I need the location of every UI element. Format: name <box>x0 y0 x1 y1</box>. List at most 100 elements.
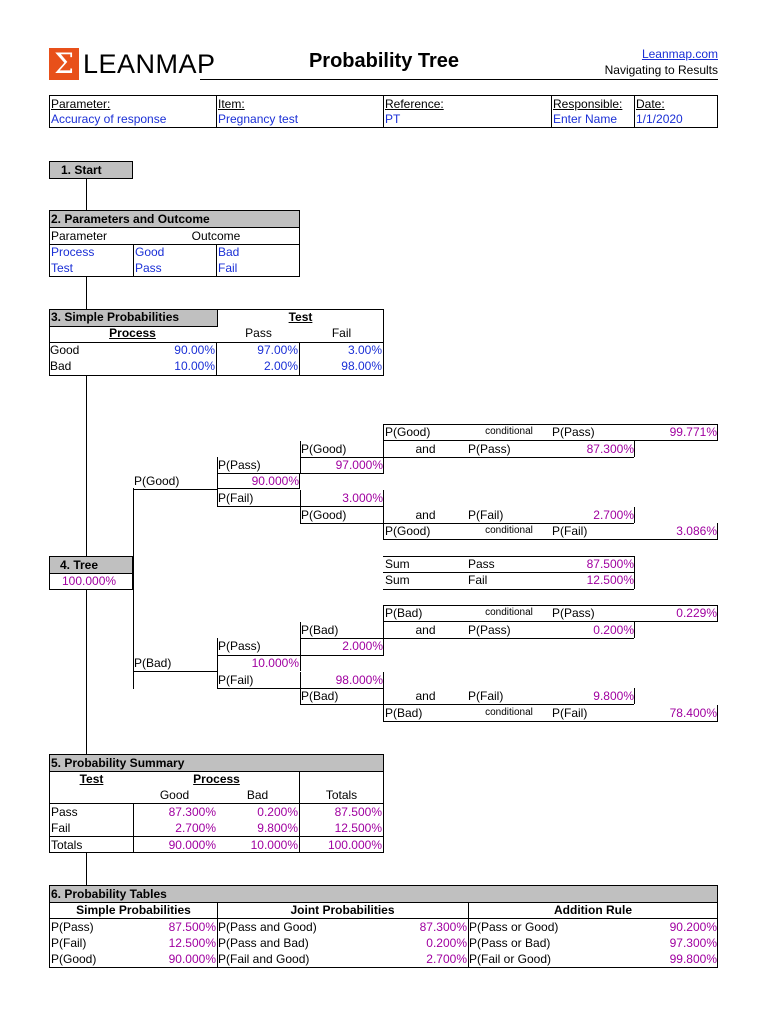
tree-root: 4. Tree 100.000% <box>49 556 133 590</box>
cond-bad-fail-v: 78.400% <box>669 706 717 720</box>
good-pass-value: 97.000% <box>335 458 383 472</box>
summary-row-pass-bad: 0.200% <box>257 805 298 819</box>
node-bad-label: P(Bad) <box>134 656 172 670</box>
summary-title: 5. Probability Summary <box>51 756 185 770</box>
param-row-1-o2[interactable]: Bad <box>218 245 240 259</box>
cond-bad-pass-b: P(Pass) <box>552 606 595 620</box>
sum-fail-b: Fail <box>468 573 488 587</box>
col-simple: Simple Probabilities <box>76 903 191 917</box>
good-fail-label: P(Fail) <box>218 491 254 505</box>
summary-col-totals: Totals <box>325 788 358 802</box>
t6-row3-sv: 90.000% <box>168 952 216 966</box>
param-row-2-label[interactable]: Test <box>51 261 74 275</box>
sp-row-good-fail[interactable]: 3.00% <box>347 343 382 357</box>
cond-bad-fail-op: conditional <box>485 707 533 718</box>
parameters-table: 2. Parameters and Outcome Parameter Outc… <box>49 210 300 277</box>
t6-row1-av: 90.200% <box>669 920 717 934</box>
col-fail: Fail <box>331 326 352 340</box>
col-outcome: Outcome <box>191 229 241 243</box>
sp-row-bad-pass[interactable]: 2.00% <box>263 359 298 373</box>
responsible-value[interactable]: Enter Name <box>553 112 618 126</box>
process-label: Process <box>109 326 156 340</box>
tables-title: 6. Probability Tables <box>51 887 167 901</box>
joint-bad-fail-b: P(Fail) <box>468 689 504 703</box>
sum-pass-b: Pass <box>468 557 495 571</box>
date-value[interactable]: 1/1/2020 <box>636 112 683 126</box>
logo-wordmark: LEANMAP <box>83 49 216 79</box>
col-joint: Joint Probabilities <box>290 903 395 917</box>
sp-row-bad-fail[interactable]: 98.00% <box>341 359 382 373</box>
summary-row-pass-label: Pass <box>51 805 78 819</box>
col-addition: Addition Rule <box>554 903 632 917</box>
t6-row3-av: 99.800% <box>669 952 717 966</box>
t6-row2-sv: 12.500% <box>168 936 216 950</box>
item-value[interactable]: Pregnancy test <box>218 112 299 126</box>
t6-row3-jv: 2.700% <box>426 952 467 966</box>
joint-good-fail-op: and <box>415 508 436 522</box>
sum-pass-v: 87.500% <box>586 557 634 571</box>
sp-row-bad-label: Bad <box>50 359 72 373</box>
t6-row2-j: P(Pass and Bad) <box>218 936 309 950</box>
tree-branch-process <box>133 488 134 689</box>
joint-good-fail-a: P(Good) <box>301 508 347 522</box>
sum-fail-v: 12.500% <box>586 573 634 587</box>
cond-good-fail-op: conditional <box>485 525 533 536</box>
param-row-1-label[interactable]: Process <box>51 245 95 259</box>
parameter-value[interactable]: Accuracy of response <box>51 112 167 126</box>
cond-good-fail-b: P(Fail) <box>552 524 588 538</box>
param-row-1-o1[interactable]: Good <box>135 245 165 259</box>
param-row-2-o1[interactable]: Pass <box>135 261 162 275</box>
param-row-2-o2[interactable]: Fail <box>218 261 238 275</box>
joint-bad-pass-a: P(Bad) <box>301 623 339 637</box>
t6-row1-s: P(Pass) <box>51 920 94 934</box>
cond-bad-pass-a: P(Bad) <box>385 606 423 620</box>
good-pass-label: P(Pass) <box>218 458 261 472</box>
t6-row2-av: 97.300% <box>669 936 717 950</box>
t6-row1-j: P(Pass and Good) <box>218 920 317 934</box>
trunk-line-2 <box>86 276 87 309</box>
cond-bad-fail-b: P(Fail) <box>552 706 588 720</box>
cond-bad-pass-v: 0.229% <box>676 606 717 620</box>
trunk-line-1 <box>86 178 87 211</box>
joint-good-pass-v: 87.300% <box>586 442 634 456</box>
sp-row-good-p[interactable]: 90.00% <box>174 343 215 357</box>
t6-row1-jv: 87.300% <box>419 920 467 934</box>
cond-good-pass-v: 99.771% <box>669 425 717 439</box>
summary-row-fail-good: 2.700% <box>175 821 216 835</box>
summary-row-totals-bad: 10.000% <box>250 838 298 852</box>
node-bad-value: 10.000% <box>251 656 299 670</box>
test-label: Test <box>288 310 313 324</box>
sp-row-good-label: Good <box>50 343 80 357</box>
summary-row-pass-good: 87.300% <box>168 805 216 819</box>
t6-row3-j: P(Fail and Good) <box>218 952 310 966</box>
t6-row3-s: P(Good) <box>51 952 97 966</box>
col-pass: Pass <box>245 326 272 340</box>
header-rule <box>200 79 718 80</box>
parameters-title: 2. Parameters and Outcome <box>51 212 210 226</box>
simple-prob-title: 3. Simple Probabilities <box>51 310 180 324</box>
site-link[interactable]: Leanmap.com <box>641 47 718 61</box>
joint-good-pass-op: and <box>415 442 436 456</box>
reference-label: Reference: <box>385 97 444 111</box>
page-title: Probability Tree <box>308 50 460 72</box>
reference-value[interactable]: PT <box>385 112 401 126</box>
meta-table: Parameter: Accuracy of response Item: Pr… <box>49 95 718 128</box>
t6-row1-a: P(Pass or Good) <box>469 920 559 934</box>
sigma-icon: Σ <box>49 48 79 80</box>
joint-bad-fail-v: 9.800% <box>593 689 634 703</box>
start-header: 1. Start <box>49 161 133 179</box>
sp-row-good-pass[interactable]: 97.00% <box>257 343 298 357</box>
cond-good-fail-a: P(Good) <box>385 524 431 538</box>
t6-row2-s: P(Fail) <box>51 936 87 950</box>
sp-row-bad-p[interactable]: 10.00% <box>174 359 215 373</box>
t6-row1-sv: 87.500% <box>168 920 216 934</box>
summary-test-label: Test <box>79 772 104 786</box>
summary-row-totals-total: 100.000% <box>327 838 382 852</box>
cond-bad-fail-a: P(Bad) <box>385 706 423 720</box>
joint-bad-fail-op: and <box>415 689 436 703</box>
t6-row2-a: P(Pass or Bad) <box>469 936 551 950</box>
summary-row-fail-bad: 9.800% <box>257 821 298 835</box>
cond-good-pass-a: P(Good) <box>385 425 431 439</box>
tagline: Navigating to Results <box>604 63 718 77</box>
simple-probabilities-table: 3. Simple Probabilities Test Process Pas… <box>49 309 384 376</box>
